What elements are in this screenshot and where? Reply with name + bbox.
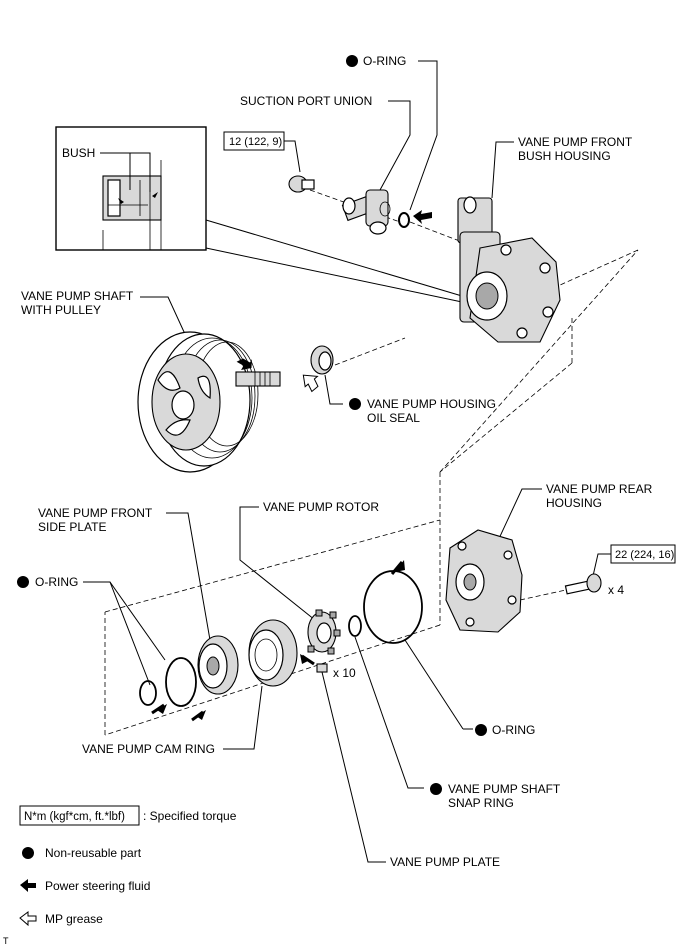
bush-section-drawing [102,160,162,250]
o-ring-large-right-part [363,570,423,644]
legend-torque-box [19,805,140,826]
legend-non-reusable: Non-reusable part [45,846,142,860]
label-front-bush-housing-2: BUSH HOUSING [518,149,611,163]
label-suction-port-union: SUCTION PORT UNION [240,94,372,108]
label-plate: VANE PUMP PLATE [390,855,500,869]
non-reusable-icon [17,576,29,588]
label-snap-ring-2: SNAP RING [448,796,514,810]
grease-arrow-icon [302,374,319,393]
non-reusable-icon [349,398,361,410]
o-ring-small-part [139,680,157,706]
suction-port-union-part [341,189,391,235]
non-reusable-icon [346,55,358,67]
o-ring-large-part [165,657,197,707]
torque-rear-housing-bolt: 22 (224, 16) [615,549,674,561]
union-bolt [288,175,315,193]
non-reusable-icon [22,847,34,859]
label-x4: x 4 [608,583,624,597]
mp-grease-arrow-icon [19,911,37,927]
rear-housing-bolt [564,573,602,595]
non-reusable-icon [475,724,487,736]
label-housing-oil-seal-1: VANE PUMP HOUSING [367,397,496,411]
label-o-ring-right: O-RING [492,723,535,737]
legend-grease: MP grease [45,912,103,926]
o-ring-top-part [398,212,410,228]
vane-pump-front-side-plate-part [197,635,239,695]
label-shaft-with-pulley-2: WITH PULLEY [21,303,101,317]
non-reusable-icon [430,783,442,795]
vane-pump-plate-part [316,663,328,673]
fluid-arrow-icon [157,704,167,714]
fluid-arrow-icon [118,198,124,204]
vane-pump-rear-housing-part [445,529,523,633]
vane-pump-housing-oil-seal-part [310,345,334,375]
fluid-arrow-icon [152,192,158,198]
label-shaft-with-pulley-1: VANE PUMP SHAFT [21,289,134,303]
vane-pump-front-bush-housing-part [457,196,561,343]
label-rear-housing-1: VANE PUMP REAR [546,482,653,496]
legend-torque-desc: : Specified torque [143,809,237,823]
label-front-bush-housing-1: VANE PUMP FRONT [518,135,633,149]
top-callouts: O-RING SUCTION PORT UNION 12 (122, 9) [223,54,438,235]
label-o-ring-left: O-RING [35,575,78,589]
bush-detail-inset: BUSH [55,126,463,303]
label-front-side-plate-2: SIDE PLATE [38,520,106,534]
fluid-arrow-icon [236,358,252,371]
label-x10: x 10 [333,666,356,680]
label-snap-ring-1: VANE PUMP SHAFT [448,782,561,796]
label-front-side-plate-1: VANE PUMP FRONT [38,506,153,520]
label-cam-ring: VANE PUMP CAM RING [82,742,215,756]
legend-torque-unit: N*m (kgf*cm, ft.*lbf) [24,811,125,823]
vane-pump-shaft-with-pulley-part [137,331,281,473]
footer-code: T [3,936,9,946]
label-bush: BUSH [62,146,95,160]
torque-union-bolt: 12 (122, 9) [229,136,282,148]
label-housing-oil-seal-2: OIL SEAL [367,411,420,425]
vane-pump-cam-ring-part [248,619,298,687]
vane-pump-rotor-part [307,609,341,655]
fluid-arrow-icon [413,210,432,224]
vane-pump-shaft-snap-ring-part [348,615,362,637]
legend: N*m (kgf*cm, ft.*lbf) : Specified torque… [19,805,237,927]
legend-fluid: Power steering fluid [45,879,150,893]
label-rotor: VANE PUMP ROTOR [263,500,379,514]
label-o-ring-top: O-RING [363,54,406,68]
label-rear-housing-2: HOUSING [546,496,602,510]
power-steering-fluid-arrow-icon [20,879,36,892]
